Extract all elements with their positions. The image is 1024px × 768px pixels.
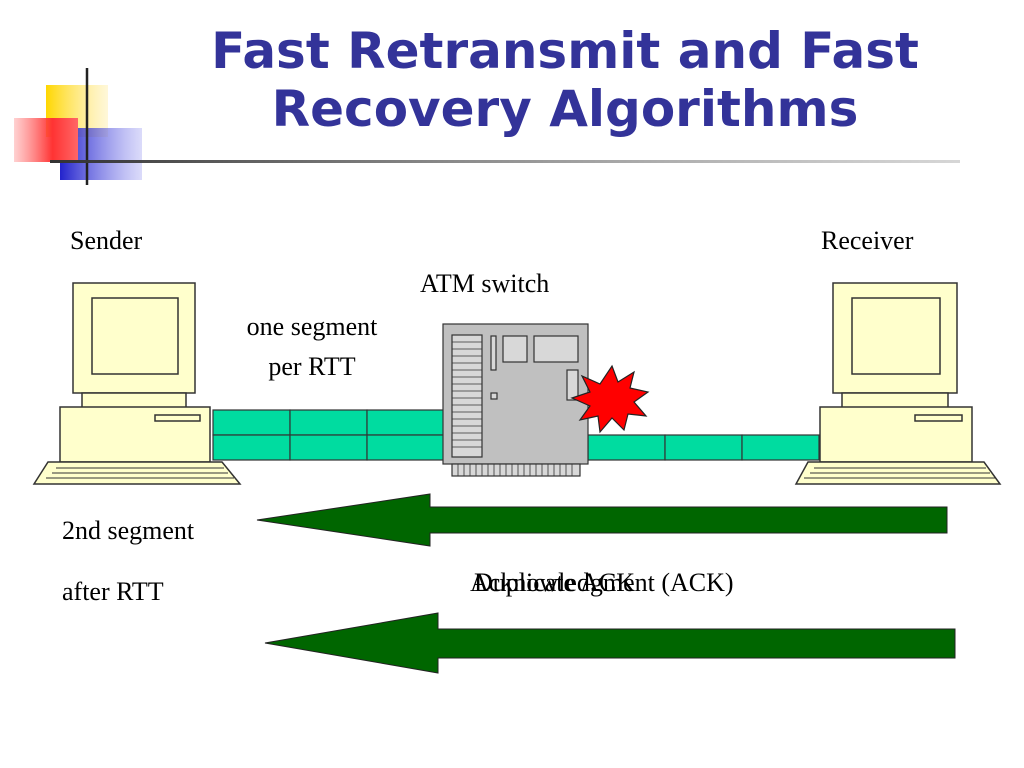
segment-cell (366, 434, 445, 461)
slide-title: Fast Retransmit and Fast Recovery Algori… (150, 22, 980, 138)
ack-label: Acknowledgment (ACK) (470, 568, 734, 597)
logo-decoration (14, 68, 960, 185)
slide-title-line-2: Recovery Algorithms (271, 80, 859, 138)
segment-cell (289, 409, 368, 436)
sender-label: Sender (70, 226, 143, 255)
second-segment-line-1: 2nd segment (62, 516, 195, 545)
duplicate-ack-label: Duplicate ACK (474, 568, 636, 597)
ack-arrow-2 (264, 612, 956, 674)
slide-title-line-1: Fast Retransmit and Fast (211, 22, 919, 80)
segment-link-right (587, 434, 820, 461)
atm-switch-icon (442, 323, 589, 477)
segment-cell (741, 434, 820, 461)
receiver-computer-icon (794, 282, 1002, 485)
receiver-label: Receiver (821, 226, 914, 255)
segment-cell (289, 434, 368, 461)
segment-cell (587, 434, 666, 461)
segment-rate-line-1: one segment (246, 312, 378, 341)
segment-cell (212, 409, 291, 436)
atm-switch-label: ATM switch (420, 269, 550, 298)
segment-cell (664, 434, 743, 461)
ack-arrow-1 (256, 493, 948, 547)
packet-loss-burst-icon (570, 364, 650, 434)
sender-computer-icon (32, 282, 242, 485)
segment-rate-label: one segment per RTT (220, 312, 404, 382)
segment-rate-line-2: per RTT (268, 352, 356, 381)
second-segment-line-2: after RTT (62, 577, 164, 606)
segment-cell (212, 434, 291, 461)
segment-cell (366, 409, 445, 436)
segment-link-left (212, 409, 445, 461)
